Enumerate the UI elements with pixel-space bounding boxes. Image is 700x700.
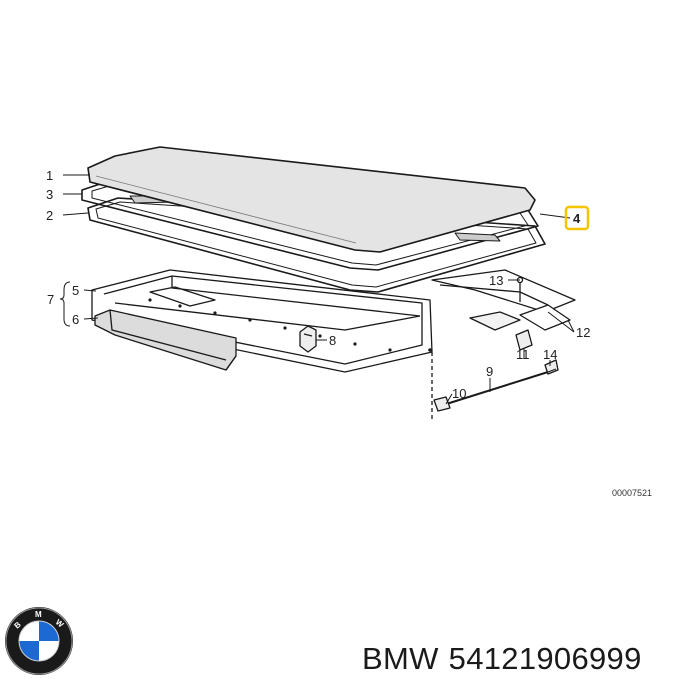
callout-12: 12: [576, 325, 590, 340]
callout-2: 2: [46, 208, 53, 223]
svg-text:B: B: [13, 620, 23, 631]
sunroof-frame-drawing: [91, 269, 576, 420]
bmw-roundel-icon: B M W: [5, 607, 73, 675]
reference-number: 00007521: [612, 488, 652, 498]
callout-7: 7: [47, 292, 54, 307]
part-number: 54121906999: [448, 641, 642, 676]
part-caption: BMW 54121906999: [362, 641, 652, 677]
sunroof-lid-part-1: [87, 146, 536, 253]
callout-4-highlight: 4: [564, 205, 590, 231]
callout-6: 6: [72, 312, 79, 327]
callout-10: 10: [452, 386, 466, 401]
logo-letters: B M W: [13, 610, 66, 631]
callout-13: 13: [489, 273, 503, 288]
callout-11: 11: [516, 347, 530, 362]
callout-9: 9: [486, 364, 493, 379]
callout-3: 3: [46, 187, 53, 202]
svg-text:W: W: [54, 618, 66, 630]
brand-name: BMW: [362, 641, 439, 676]
callout-14: 14: [543, 347, 557, 362]
callout-5: 5: [72, 283, 79, 298]
callout-4: 4: [573, 211, 581, 226]
svg-text:M: M: [35, 610, 42, 619]
callout-1: 1: [46, 168, 53, 183]
callout-8: 8: [329, 333, 336, 348]
